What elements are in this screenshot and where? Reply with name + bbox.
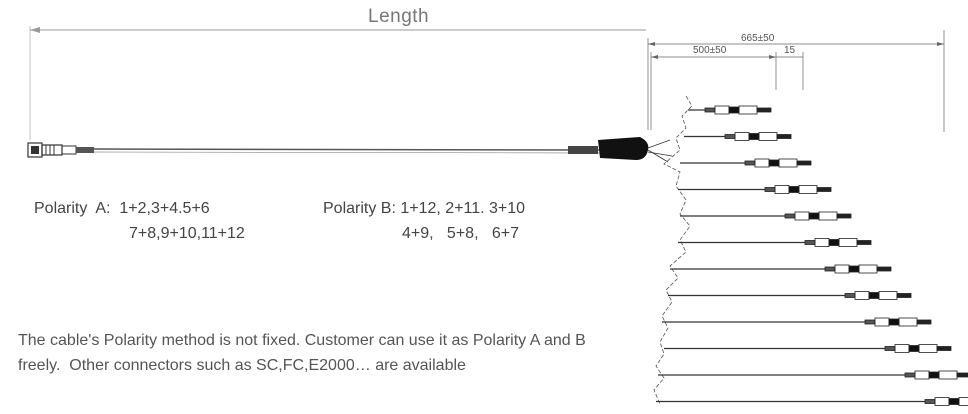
length-dimension (29, 26, 646, 140)
lc-connector (784, 211, 852, 221)
polarity-note-line-1: The cable's Polarity method is not fixed… (18, 332, 586, 349)
lc-connector (864, 317, 932, 327)
breakout-branch (656, 397, 968, 406)
breakout-branch (662, 317, 932, 327)
branch-length-dimension: 500±50 (693, 45, 727, 56)
lc-connector (924, 397, 968, 406)
lc-connector (764, 185, 832, 194)
lc-connector (824, 264, 892, 274)
length-label: Length (368, 6, 430, 27)
lc-connector (884, 344, 952, 353)
fanout-box (598, 137, 649, 160)
polarity-note-line-2: freely. Other connectors such as SC,FC,E… (18, 357, 466, 374)
breakout-branch (678, 238, 872, 247)
lc-connector (844, 291, 912, 300)
breakout-branch (658, 370, 968, 380)
breakout-branch (680, 158, 812, 168)
breakout-branch (670, 264, 892, 274)
polarity-a-line-2: 7+8,9+10,11+12 (129, 225, 245, 242)
lc-connector (744, 158, 812, 168)
polarity-a-line-1: Polarity A: 1+2,3+4.5+6 (34, 200, 210, 217)
polarity-b-line-1: Polarity B: 1+12, 2+11. 3+10 (323, 200, 526, 217)
trunk-cable (27, 137, 673, 163)
breakout-branch (664, 344, 952, 353)
breakout-break-line (653, 95, 693, 405)
lc-connector (704, 105, 772, 115)
connector-offset-dimension: 15 (784, 45, 796, 56)
breakout-branch (678, 185, 832, 194)
lc-connector (804, 238, 872, 247)
breakout-branch (680, 211, 852, 221)
lc-connector (724, 132, 792, 141)
breakout-branch (688, 105, 772, 115)
total-fanout-dimension: 665±50 (741, 33, 775, 44)
polarity-b-line-2: 4+9, 5+8, 6+7 (402, 225, 519, 242)
breakout-branch (684, 132, 792, 141)
fanout-dimensions (647, 30, 945, 132)
lc-connector (904, 370, 968, 380)
breakout-branch (668, 291, 912, 300)
breakout-branches (656, 105, 968, 406)
